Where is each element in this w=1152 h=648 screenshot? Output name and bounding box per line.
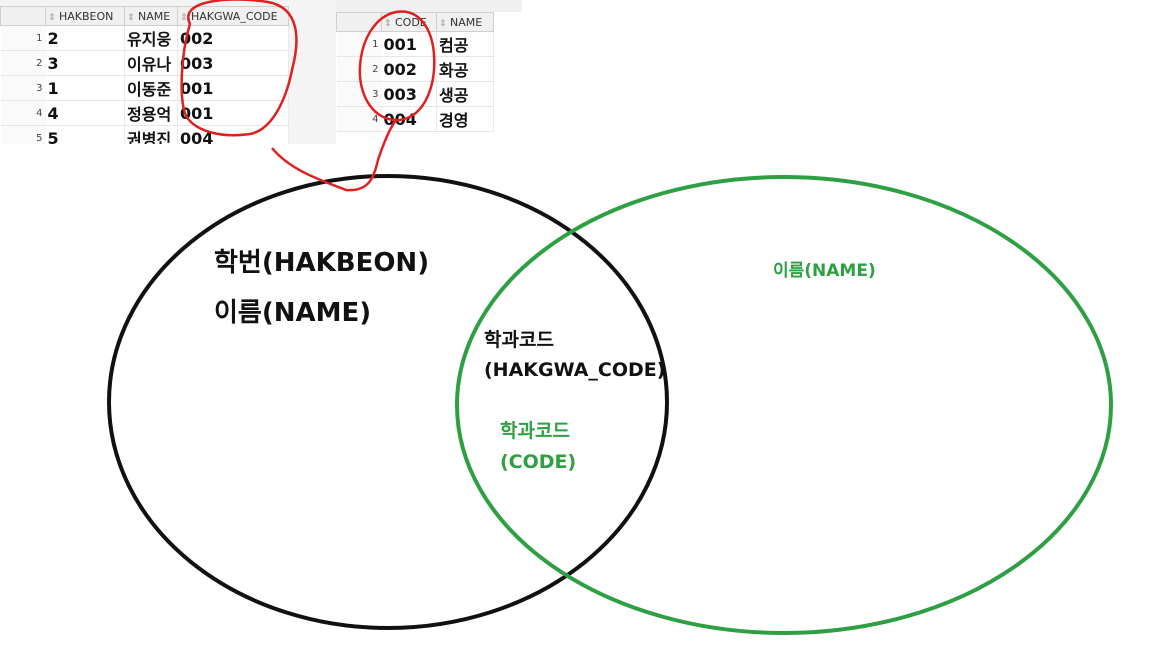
sort-icon[interactable]: ⇕ bbox=[127, 12, 135, 23]
left-grid-panel: ⇕HAKBEON ⇕NAME ⇕HAKGWA_CODE 1 2 유지웅 002 bbox=[0, 0, 336, 144]
cell-name[interactable]: 이동준 bbox=[124, 75, 178, 101]
cell-hakgwa-code[interactable]: 001 bbox=[177, 75, 289, 101]
row-number: 5 bbox=[0, 125, 46, 144]
row-number: 4 bbox=[0, 100, 46, 126]
column-header-label: CODE bbox=[395, 15, 427, 29]
left-set-label-hakbeon: 학번(HAKBEON) bbox=[214, 248, 430, 278]
row-number: 3 bbox=[336, 81, 382, 107]
cell-hakgwa-code[interactable]: 002 bbox=[177, 25, 289, 51]
left-grid: ⇕HAKBEON ⇕NAME ⇕HAKGWA_CODE 1 2 유지웅 002 bbox=[0, 6, 289, 144]
row-number: 3 bbox=[0, 75, 46, 101]
cell-hakbeon[interactable]: 3 bbox=[45, 50, 125, 76]
row-number: 4 bbox=[336, 106, 382, 132]
table-row[interactable]: 1 001 컴공 bbox=[336, 31, 494, 57]
row-number: 2 bbox=[0, 50, 46, 76]
right-grid-panel: ⇕CODE ⇕NAME 1 001 컴공 2 002 화공 bbox=[336, 12, 522, 144]
cell-hakbeon[interactable]: 2 bbox=[45, 25, 125, 51]
table-row[interactable]: 4 4 정용억 001 bbox=[0, 100, 289, 126]
column-header-hakbeon[interactable]: ⇕HAKBEON bbox=[45, 6, 125, 26]
row-number-header bbox=[0, 6, 46, 26]
intersection-label-hakgwa-code: 학과코드 bbox=[484, 329, 554, 351]
right-set-label-name: 이름(NAME) bbox=[773, 261, 876, 281]
column-header-label: HAKBEON bbox=[59, 9, 114, 23]
cell-hakbeon[interactable]: 5 bbox=[45, 125, 125, 144]
row-number-header bbox=[336, 12, 382, 32]
cell-hakgwa-code[interactable]: 004 bbox=[177, 125, 289, 144]
table-row[interactable]: 2 002 화공 bbox=[336, 56, 494, 82]
cell-name[interactable]: 유지웅 bbox=[124, 25, 178, 51]
cell-name[interactable]: 화공 bbox=[436, 56, 494, 82]
cell-hakbeon[interactable]: 4 bbox=[45, 100, 125, 126]
intersection-label-hakgwa-code-en: (HAKGWA_CODE) bbox=[484, 359, 666, 381]
sort-icon[interactable]: ⇕ bbox=[439, 18, 447, 29]
sort-icon[interactable]: ⇕ bbox=[384, 18, 392, 29]
right-set-circle bbox=[455, 175, 1113, 635]
column-header-hakgwa-code[interactable]: ⇕HAKGWA_CODE bbox=[177, 6, 289, 26]
table-row[interactable]: 2 3 이유나 003 bbox=[0, 50, 289, 76]
query-toolbar bbox=[336, 0, 522, 12]
column-header-name[interactable]: ⇕NAME bbox=[436, 12, 494, 32]
column-header-name[interactable]: ⇕NAME bbox=[124, 6, 178, 26]
cell-name[interactable]: 권병진 bbox=[124, 125, 178, 144]
table-row[interactable]: 4 004 경영 bbox=[336, 106, 494, 132]
sort-icon[interactable]: ⇕ bbox=[180, 12, 188, 23]
intersection-label-code-en: (CODE) bbox=[500, 451, 577, 473]
intersection-label-code: 학과코드 bbox=[500, 420, 570, 442]
row-number: 1 bbox=[0, 25, 46, 51]
column-header-label: NAME bbox=[450, 15, 483, 29]
cell-name[interactable]: 경영 bbox=[436, 106, 494, 132]
cell-code[interactable]: 002 bbox=[381, 56, 437, 82]
table-row[interactable]: 1 2 유지웅 002 bbox=[0, 25, 289, 51]
row-number: 2 bbox=[336, 56, 382, 82]
cell-code[interactable]: 003 bbox=[381, 81, 437, 107]
row-number: 1 bbox=[336, 31, 382, 57]
cell-name[interactable]: 컴공 bbox=[436, 31, 494, 57]
cell-name[interactable]: 이유나 bbox=[124, 50, 178, 76]
cell-code[interactable]: 001 bbox=[381, 31, 437, 57]
cell-hakgwa-code[interactable]: 003 bbox=[177, 50, 289, 76]
table-row[interactable]: 3 1 이동준 001 bbox=[0, 75, 289, 101]
cell-hakbeon[interactable]: 1 bbox=[45, 75, 125, 101]
table-row[interactable]: 3 003 생공 bbox=[336, 81, 494, 107]
column-header-label: NAME bbox=[138, 9, 171, 23]
cell-name[interactable]: 정용억 bbox=[124, 100, 178, 126]
column-header-label: HAKGWA_CODE bbox=[191, 9, 278, 23]
table-row[interactable]: 5 5 권병진 004 bbox=[0, 125, 289, 144]
left-set-label-name: 이름(NAME) bbox=[214, 298, 372, 328]
cell-code[interactable]: 004 bbox=[381, 106, 437, 132]
right-grid: ⇕CODE ⇕NAME 1 001 컴공 2 002 화공 bbox=[336, 12, 494, 132]
sort-icon[interactable]: ⇕ bbox=[48, 12, 56, 23]
cell-hakgwa-code[interactable]: 001 bbox=[177, 100, 289, 126]
cell-name[interactable]: 생공 bbox=[436, 81, 494, 107]
column-header-code[interactable]: ⇕CODE bbox=[381, 12, 437, 32]
